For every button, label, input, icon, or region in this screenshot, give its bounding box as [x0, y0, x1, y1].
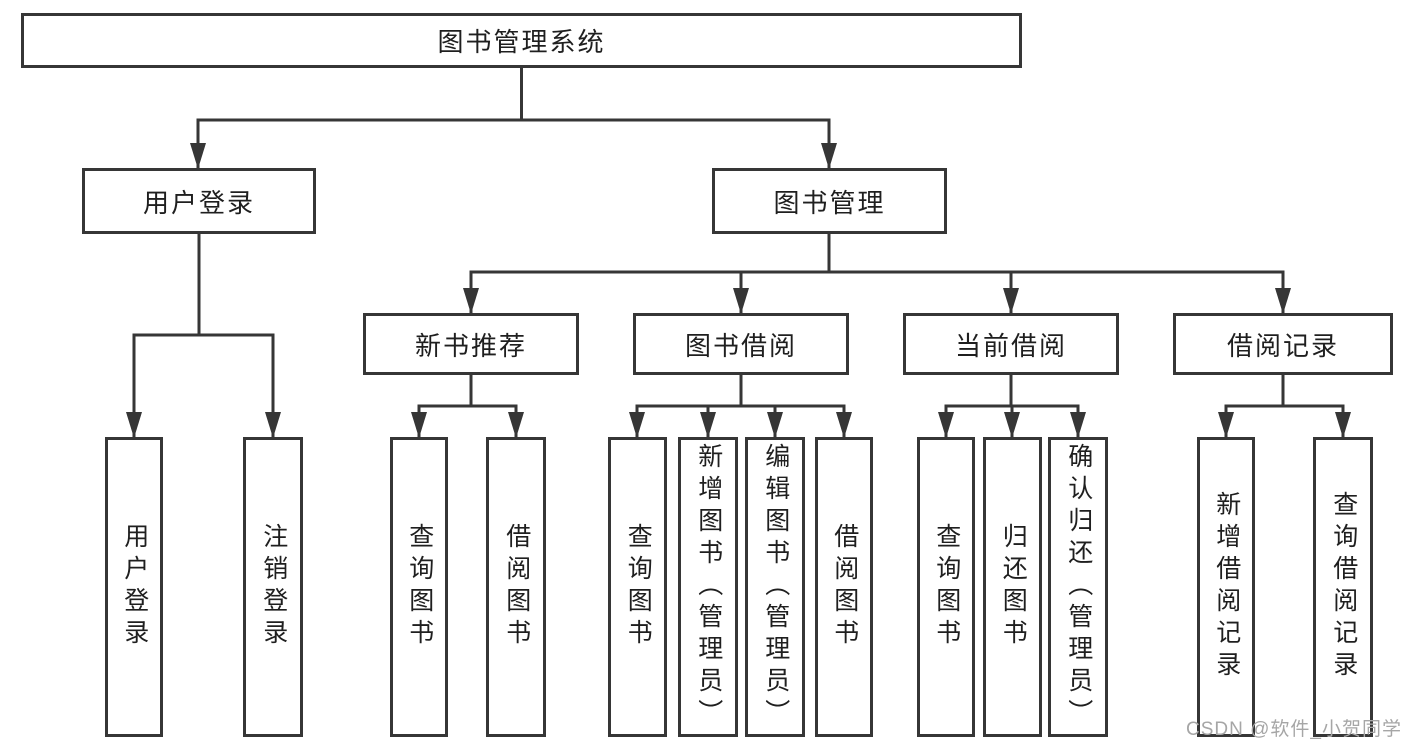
node-new-book-recommend-label: 新书推荐 — [414, 330, 527, 361]
leaf-add-books-admin-label: 新增图书（管理员） — [694, 443, 723, 731]
leaf-confirm-return-admin: 确认归还（管理员） — [1048, 437, 1108, 737]
leaf-borrow-books-recommend-label: 借阅图书 — [502, 523, 531, 651]
node-book-management: 图书管理 — [712, 168, 947, 234]
leaf-borrow-books-recommend: 借阅图书 — [486, 437, 546, 737]
leaf-query-borrow-record: 查询借阅记录 — [1313, 437, 1373, 737]
leaf-query-books-borrow-label: 查询图书 — [624, 523, 653, 651]
leaf-edit-books-admin-label: 编辑图书（管理员） — [761, 443, 790, 731]
node-book-management-label: 图书管理 — [773, 187, 886, 218]
csdn-watermark: CSDN @软件_小贺同学 — [1186, 719, 1402, 740]
node-new-book-recommend: 新书推荐 — [363, 313, 579, 375]
leaf-query-books-recommend-label: 查询图书 — [405, 523, 434, 651]
leaf-add-borrow-record: 新增借阅记录 — [1197, 437, 1255, 737]
leaf-query-books-recommend: 查询图书 — [390, 437, 448, 737]
leaf-add-borrow-record-label: 新增借阅记录 — [1212, 491, 1241, 683]
node-user-login-label: 用户登录 — [142, 187, 255, 218]
leaf-borrow-books-label: 借阅图书 — [830, 523, 859, 651]
node-borrow-records: 借阅记录 — [1173, 313, 1393, 375]
leaf-query-books-current: 查询图书 — [917, 437, 975, 737]
leaf-logout-label: 注销登录 — [259, 523, 288, 651]
node-root-label: 图书管理系统 — [437, 27, 606, 57]
leaf-borrow-books: 借阅图书 — [815, 437, 873, 737]
node-borrow-records-label: 借阅记录 — [1226, 330, 1339, 361]
node-root-library-system: 图书管理系统 — [21, 13, 1022, 68]
leaf-return-books-label: 归还图书 — [999, 523, 1028, 651]
node-book-borrow-label: 图书借阅 — [684, 330, 797, 361]
leaf-confirm-return-admin-label: 确认归还（管理员） — [1064, 443, 1093, 731]
node-user-login: 用户登录 — [82, 168, 316, 234]
leaf-add-books-admin: 新增图书（管理员） — [678, 437, 738, 737]
leaf-return-books: 归还图书 — [983, 437, 1042, 737]
node-current-borrow-label: 当前借阅 — [954, 330, 1067, 361]
node-book-borrow: 图书借阅 — [633, 313, 849, 375]
node-current-borrow: 当前借阅 — [903, 313, 1119, 375]
leaf-query-borrow-record-label: 查询借阅记录 — [1329, 491, 1358, 683]
leaf-edit-books-admin: 编辑图书（管理员） — [745, 437, 805, 737]
leaf-user-login-label: 用户登录 — [120, 523, 149, 651]
leaf-logout: 注销登录 — [243, 437, 303, 737]
leaf-query-books-borrow: 查询图书 — [608, 437, 667, 737]
leaf-query-books-current-label: 查询图书 — [932, 523, 961, 651]
leaf-user-login: 用户登录 — [105, 437, 163, 737]
